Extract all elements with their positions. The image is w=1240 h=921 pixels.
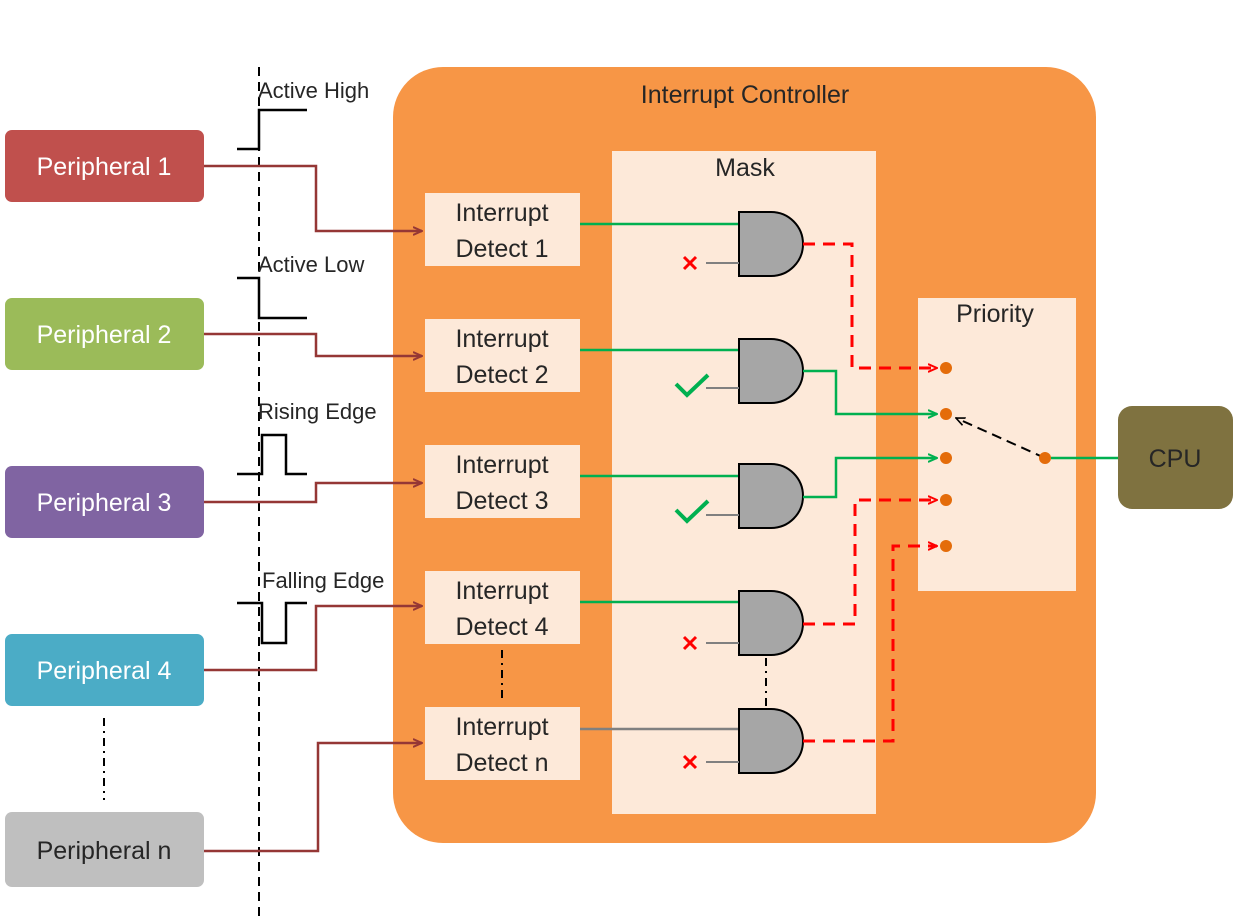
active-low-waveform (237, 276, 307, 320)
cpu-box: CPU (1118, 406, 1233, 509)
and-gate (738, 590, 804, 656)
detect-line2: Detect 4 (455, 613, 548, 641)
priority-title: Priority (956, 300, 1034, 328)
detect-line1: Interrupt (455, 451, 548, 479)
mask-check-icon-2 (674, 373, 710, 398)
detect-line1: Interrupt (455, 325, 548, 353)
peripheral-label: Peripheral 4 (37, 657, 172, 685)
enabled-outputs (803, 369, 937, 499)
signal-type-active-low: Active Low (258, 252, 364, 277)
peripheral-4: Peripheral 4 (5, 634, 204, 706)
mask-title: Mask (715, 154, 775, 182)
priority-selector (956, 417, 1046, 459)
signal-type-active-high: Active High (258, 78, 369, 103)
peripheral-label: Peripheral 3 (37, 489, 172, 517)
mask-check-icon-3 (674, 499, 710, 524)
detect-line2: Detect 1 (455, 235, 548, 263)
signal-type-falling-edge: Falling Edge (262, 568, 384, 593)
detect-line2: Detect 2 (455, 361, 548, 389)
peripheral-signal-lines (204, 164, 422, 853)
detect-line1: Interrupt (455, 577, 548, 605)
peripheral-label: Peripheral 2 (37, 321, 172, 349)
and-gate (738, 338, 804, 404)
interrupt-detect-4: Interrupt Detect 4 (425, 571, 580, 644)
peripheral-label: Peripheral n (37, 837, 172, 865)
peripheral-n: Peripheral n (5, 812, 204, 887)
and-gate (738, 708, 804, 774)
peripheral-1: Peripheral 1 (5, 130, 204, 202)
detect-line2: Detect 3 (455, 487, 548, 515)
rising-edge-waveform (237, 433, 307, 476)
blocked-outputs (803, 242, 937, 743)
falling-edge-waveform (237, 601, 307, 645)
peripheral-label: Peripheral 1 (37, 153, 172, 181)
priority-inputs (940, 362, 952, 552)
and-gates (738, 211, 804, 774)
detect-line1: Interrupt (455, 199, 548, 227)
interrupt-detect-3: Interrupt Detect 3 (425, 445, 580, 518)
interrupt-detect-1: Interrupt Detect 1 (425, 193, 580, 266)
controller-title: Interrupt Controller (641, 81, 849, 109)
detect-line1: Interrupt (455, 713, 548, 741)
interrupt-detect-n: Interrupt Detect n (425, 707, 580, 780)
mask-x-icon-1 (682, 255, 698, 271)
priority-output-dot (1039, 452, 1051, 464)
and-gate (738, 211, 804, 277)
cpu-label: CPU (1149, 445, 1202, 473)
peripheral-3: Peripheral 3 (5, 466, 204, 538)
and-gate (738, 463, 804, 529)
detector-output-lines (580, 222, 739, 731)
detect-line2: Detect n (455, 749, 548, 777)
mask-inputs (706, 262, 739, 763)
signal-type-rising-edge: Rising Edge (258, 399, 377, 424)
active-high-waveform (237, 108, 307, 151)
mask-x-icon-4 (682, 635, 698, 651)
interrupt-detect-2: Interrupt Detect 2 (425, 319, 580, 392)
peripheral-2: Peripheral 2 (5, 298, 204, 370)
mask-x-icon-n (682, 754, 698, 770)
